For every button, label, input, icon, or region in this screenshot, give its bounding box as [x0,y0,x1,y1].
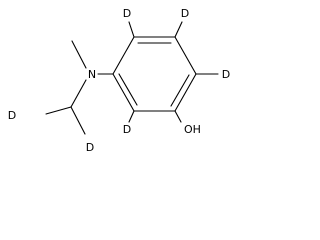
molecule-structure: N D D D OH D D D [8,7,230,154]
bond-n-cd2 [70,79,87,108]
atom-d-right-label: D [222,68,230,81]
ring-bond-lower-right-inner [170,74,190,107]
atom-d-top-right-label: D [181,7,189,20]
atom-n-label: N [88,68,96,81]
ring-bond-upper-left [112,36,135,75]
atom-d-methyl-bottom-label: D [86,141,94,154]
bond-ring-d-top-left [128,21,135,38]
structure-canvas: N D D D OH D D D [0,0,235,155]
atom-d-top-left-label: D [123,7,131,20]
bond-cd2-d-left [45,106,72,115]
bond-ring-oh [174,110,182,123]
benzene-ring [112,36,197,112]
ring-bond-lower-left [112,73,135,112]
ring-bond-lower-right [174,73,197,112]
bond-cd2-d-bottom [70,106,86,135]
atom-d-methyl-left-label: D [8,109,16,122]
ring-bond-lower-left-inner [118,73,138,106]
atom-oh-label: OH [184,123,201,136]
ring-bond-upper-right [174,36,197,75]
bond-ring-d-bottom [128,110,135,123]
bond-ring-d-top-right [174,21,183,38]
bond-n-methyl-top [71,40,87,69]
atom-d-ring-bottom-label: D [123,123,131,136]
